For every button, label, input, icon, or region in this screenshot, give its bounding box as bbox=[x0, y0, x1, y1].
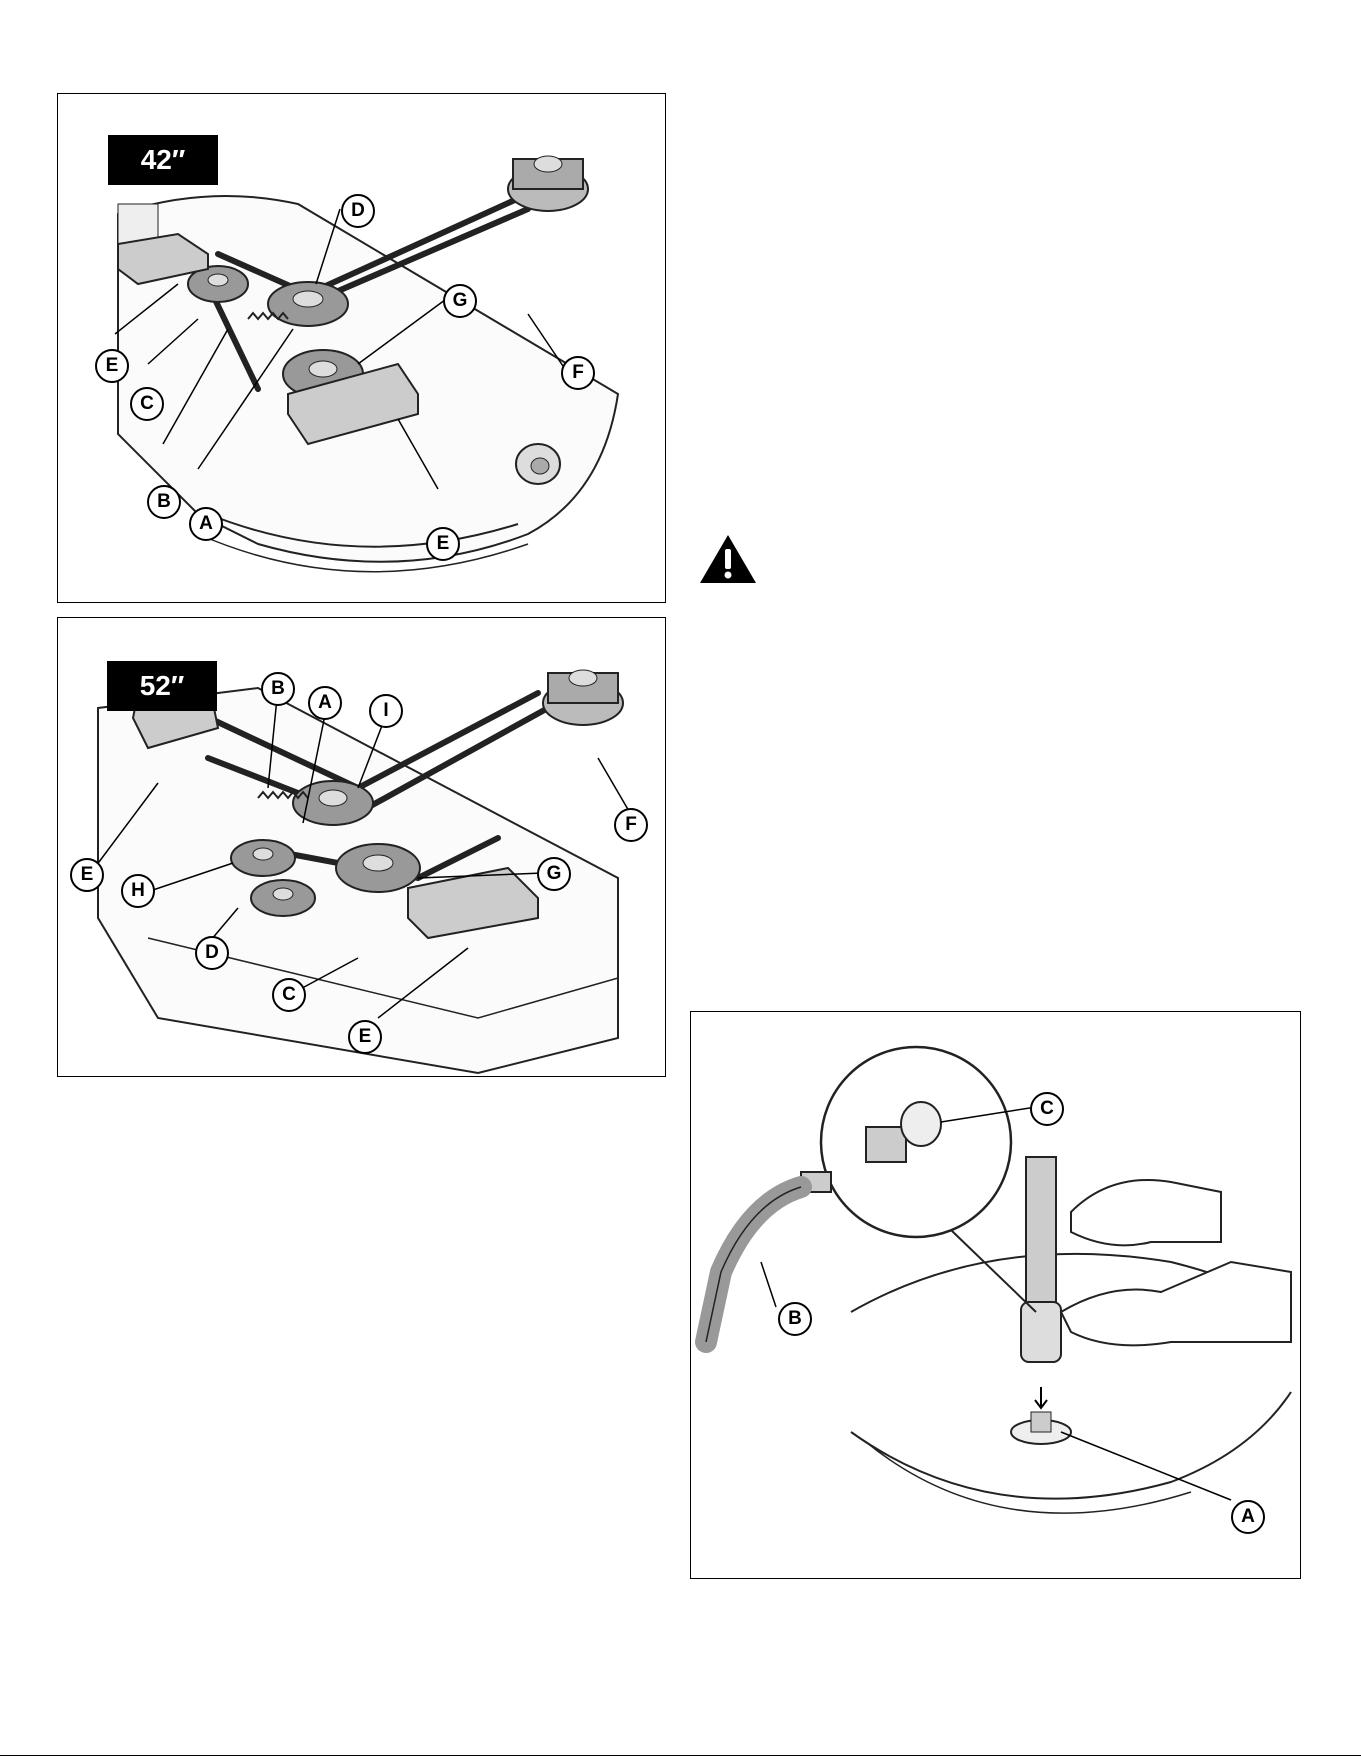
callout-c: C bbox=[130, 387, 164, 421]
callout-c: C bbox=[272, 978, 306, 1012]
warning-triangle-icon bbox=[698, 533, 758, 590]
figure-42-deck-belt: 42″ D F G E C B A E bbox=[57, 93, 666, 603]
page-footer-rule bbox=[0, 1755, 1361, 1756]
figure-washout-hose: C B A bbox=[690, 1011, 1301, 1579]
washout-illustration bbox=[691, 1012, 1302, 1580]
callout-g: G bbox=[443, 284, 477, 318]
callout-e: E bbox=[70, 858, 104, 892]
callout-e: E bbox=[95, 349, 129, 383]
callout-f: F bbox=[561, 356, 595, 390]
callout-a: A bbox=[189, 507, 223, 541]
callout-b: B bbox=[778, 1302, 812, 1336]
callout-e-lower: E bbox=[348, 1020, 382, 1054]
callout-b: B bbox=[147, 485, 181, 519]
callout-b: B bbox=[261, 672, 295, 706]
deck-size-label: 52″ bbox=[107, 661, 217, 711]
callout-d: D bbox=[195, 936, 229, 970]
callout-f: F bbox=[614, 808, 648, 842]
callout-i: I bbox=[369, 694, 403, 728]
callout-e-lower: E bbox=[426, 527, 460, 561]
callout-c: C bbox=[1030, 1092, 1064, 1126]
figure-52-deck-belt: 52″ B A I F E H G D C E bbox=[57, 617, 666, 1077]
callout-h: H bbox=[121, 874, 155, 908]
callout-a: A bbox=[1231, 1500, 1265, 1534]
callout-a: A bbox=[308, 686, 342, 720]
deck-size-label: 42″ bbox=[108, 135, 218, 185]
callout-g: G bbox=[537, 857, 571, 891]
callout-d: D bbox=[341, 194, 375, 228]
